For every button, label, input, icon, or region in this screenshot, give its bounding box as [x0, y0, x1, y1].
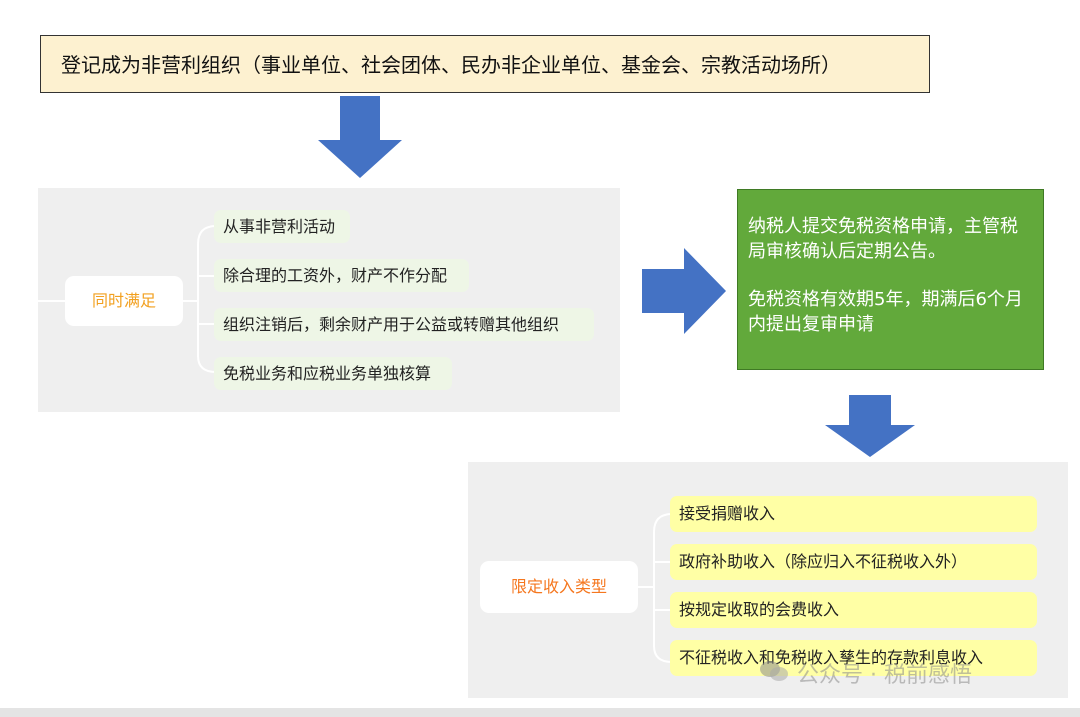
- condition-item-text: 除合理的工资外，财产不作分配: [223, 266, 448, 285]
- watermark-text: 公众号 · 税前感悟: [797, 663, 972, 688]
- arrow-down-1: [318, 96, 402, 178]
- conditions-connector-bracket: [197, 225, 217, 373]
- condition-item: 除合理的工资外，财产不作分配: [214, 259, 469, 292]
- watermark: 公众号 · 税前感悟: [760, 658, 1060, 694]
- condition-item: 组织注销后，剩余财产用于公益或转赠其他组织: [214, 308, 594, 341]
- conditions-hub: 同时满足: [65, 276, 183, 326]
- income-connector-bracket: [653, 513, 673, 663]
- procedure-paragraph-1: 纳税人提交免税资格申请，主管税局审核确认后定期公告。: [748, 216, 1018, 262]
- nonprofit-registration-text: 登记成为非营利组织（事业单位、社会团体、民办非企业单位、基金会、宗教活动场所）: [61, 53, 841, 77]
- income-item-text: 政府补助收入（除应归入不征税收入外）: [679, 552, 968, 571]
- condition-item: 从事非营利活动: [214, 210, 350, 243]
- income-types-hub: 限定收入类型: [480, 561, 638, 613]
- arrow-down-1-shape: [318, 96, 402, 178]
- income-item: 按规定收取的会费收入: [670, 592, 1037, 628]
- income-item-text: 接受捐赠收入: [679, 504, 776, 523]
- condition-item: 免税业务和应税业务单独核算: [214, 357, 452, 390]
- income-item-text: 不征税收入和免税收入孳生的存款利息收入: [679, 648, 984, 667]
- income-types-hub-label: 限定收入类型: [510, 577, 607, 596]
- procedure-paragraph-2: 免税资格有效期5年，期满后6个月内提出复审申请: [748, 289, 1023, 335]
- income-item: 接受捐赠收入: [670, 496, 1037, 532]
- wechat-icon: [760, 658, 790, 694]
- arrow-right-shape: [642, 248, 726, 334]
- nonprofit-registration-box: 登记成为非营利组织（事业单位、社会团体、民办非企业单位、基金会、宗教活动场所）: [40, 35, 930, 93]
- arrow-down-2: [825, 395, 915, 457]
- income-item: 政府补助收入（除应归入不征税收入外）: [670, 544, 1037, 580]
- income-item-text: 按规定收取的会费收入: [679, 600, 840, 619]
- condition-item-text: 从事非营利活动: [223, 217, 336, 236]
- income-item: 不征税收入和免税收入孳生的存款利息收入: [670, 640, 1037, 676]
- condition-item-text: 免税业务和应税业务单独核算: [223, 364, 432, 383]
- arrow-right: [642, 248, 726, 334]
- conditions-hub-label: 同时满足: [91, 291, 156, 310]
- condition-item-text: 组织注销后，剩余财产用于公益或转赠其他组织: [223, 315, 560, 334]
- income-connectors: [638, 513, 673, 663]
- exemption-procedure-box: 纳税人提交免税资格申请，主管税局审核确认后定期公告。 免税资格有效期5年，期满后…: [737, 189, 1044, 370]
- conditions-connectors: [38, 225, 217, 373]
- arrow-down-2-shape: [825, 395, 915, 457]
- bottom-bar: [0, 708, 1080, 717]
